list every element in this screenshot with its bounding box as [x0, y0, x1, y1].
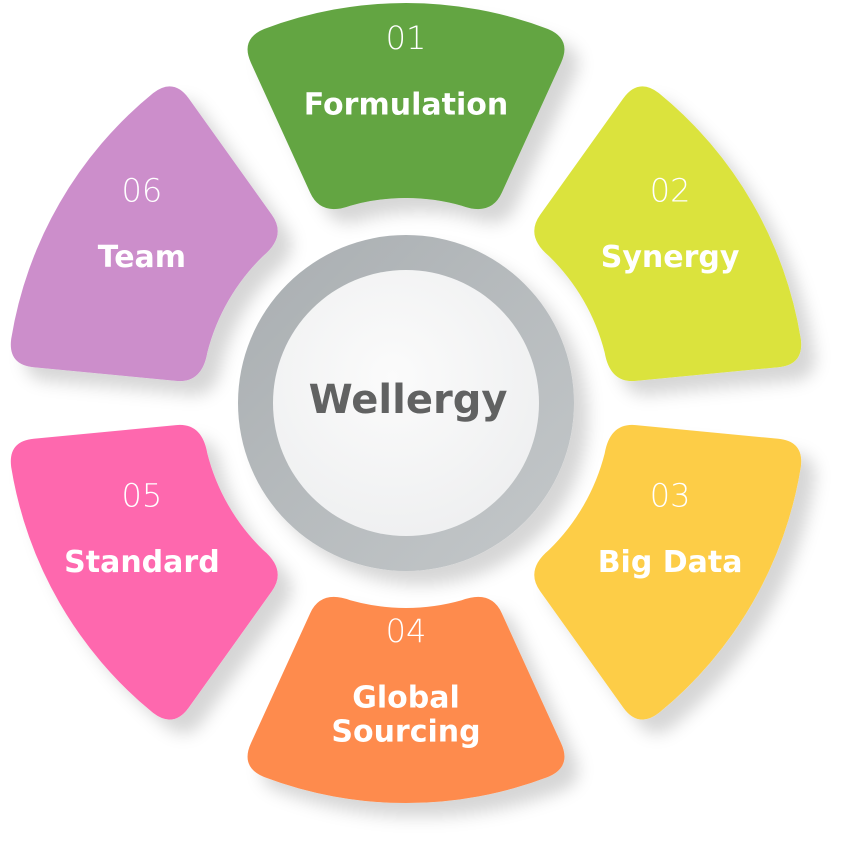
- segment-shape: [534, 86, 802, 382]
- segment-shape: [247, 2, 565, 210]
- segment-shape: [247, 596, 565, 804]
- segment-shape: [534, 424, 802, 720]
- segment-label: Formulation: [304, 88, 508, 123]
- segment-label: Standard: [64, 545, 220, 580]
- segment-label: Synergy: [601, 240, 740, 275]
- segment-number: 04: [386, 612, 427, 650]
- center-inner-circle: [273, 270, 539, 536]
- segment-number: 02: [650, 172, 691, 210]
- segment-number: 01: [386, 19, 427, 57]
- segment-label: Team: [98, 240, 186, 275]
- segment-shape: [10, 86, 278, 382]
- segment-label: Sourcing: [331, 715, 480, 750]
- segment-number: 05: [122, 477, 163, 515]
- segment-number: 03: [650, 477, 691, 515]
- center-label: Wellergy: [309, 377, 508, 423]
- segment-shape: [10, 424, 278, 720]
- center-hub: Wellergy: [238, 235, 574, 571]
- segment-number: 06: [122, 172, 163, 210]
- segment-label: Big Data: [598, 545, 743, 580]
- segment-label: Global: [352, 681, 460, 716]
